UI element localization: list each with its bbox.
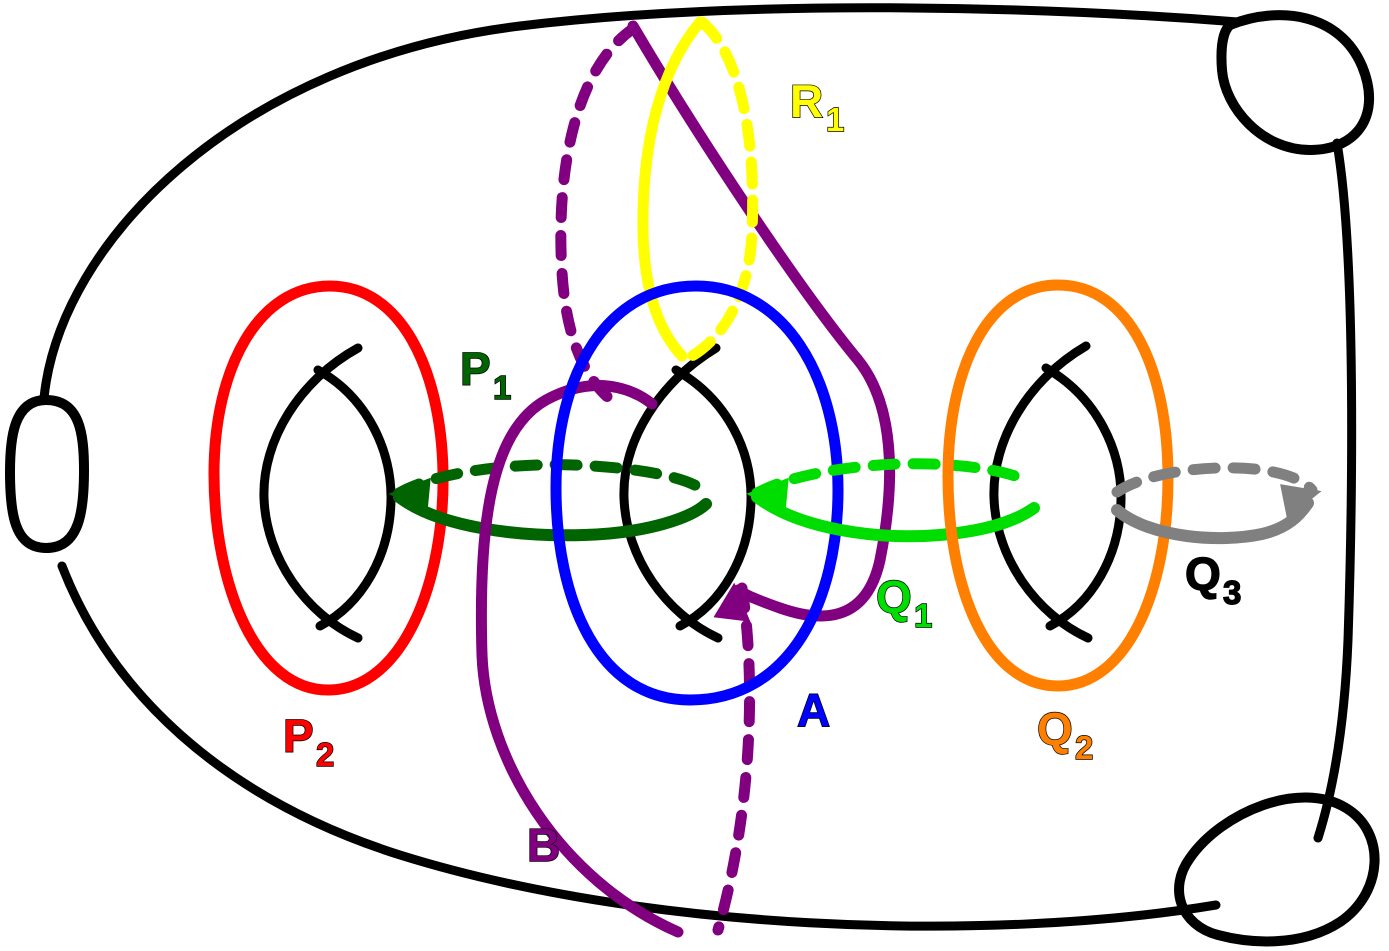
label-P2-sub: 2 <box>316 736 334 773</box>
handle-3-arc-left <box>989 341 1093 643</box>
surface-outline-right <box>1313 138 1357 843</box>
curve-Q3-back-dashed[interactable] <box>1111 462 1318 498</box>
label-P1: P 1 <box>459 342 512 406</box>
label-P1-base: P <box>460 343 491 395</box>
curve-Q2-path[interactable] <box>942 279 1174 692</box>
curve-P2-path[interactable] <box>208 280 449 696</box>
curve-Q3[interactable] <box>1111 462 1322 545</box>
handle-2-arc-right <box>671 365 756 631</box>
curve-Q3-arrowhead <box>1280 484 1322 519</box>
curve-Q3-front-solid[interactable] <box>1111 497 1314 545</box>
label-R1-sub: 1 <box>826 101 844 138</box>
curve-R1[interactable] <box>637 16 759 362</box>
curve-Q1-back-dashed[interactable] <box>751 458 1036 499</box>
boundary-bottom-right <box>1174 792 1380 947</box>
curve-Q1-front-solid[interactable] <box>751 491 1040 543</box>
label-R1-base: R <box>790 75 823 127</box>
label-A: A <box>796 683 831 736</box>
curve-P2[interactable] <box>208 280 449 696</box>
handle-holes-group <box>259 341 1126 643</box>
label-A-base: A <box>797 684 830 736</box>
curve-B[interactable] <box>475 20 896 938</box>
handle-1-arc-left <box>259 343 363 643</box>
curve-A[interactable] <box>550 280 844 706</box>
boundary-left <box>5 395 89 553</box>
label-P2: P 2 <box>282 709 335 773</box>
curve-B-lower-dashed[interactable] <box>712 582 756 936</box>
handle-1-arc-right <box>313 365 396 631</box>
curve-B-lower-tail[interactable] <box>476 649 684 938</box>
curve-B-arrowhead <box>713 582 751 622</box>
surface-outline-bottom <box>57 561 1221 931</box>
labels-group: P 1 P 2 Q 1 Q 2 Q 3 R 1 <box>282 74 1242 871</box>
surface-outline-top <box>39 3 1243 403</box>
handle-2-arc-left <box>619 343 723 643</box>
curve-P1-back-dashed[interactable] <box>393 459 706 499</box>
boundary-top-right <box>1216 10 1375 155</box>
curve-B-shoulder-arc[interactable] <box>475 380 658 661</box>
curve-R1-dashed[interactable] <box>686 16 759 362</box>
label-B: B <box>526 818 561 871</box>
curve-P1-arrowhead <box>388 477 431 515</box>
label-P2-base: P <box>283 710 314 762</box>
label-Q2-sub: 2 <box>1075 729 1093 766</box>
label-Q3-sub: 3 <box>1223 574 1241 611</box>
label-Q1-sub: 1 <box>914 597 932 634</box>
curve-A-path[interactable] <box>550 280 844 706</box>
curve-B-main-solid[interactable] <box>627 20 896 622</box>
label-Q3: Q 3 <box>1184 547 1242 611</box>
label-Q1: Q 1 <box>875 570 933 634</box>
curve-Q2[interactable] <box>942 279 1174 692</box>
curve-B-upper-dashed[interactable] <box>555 22 640 410</box>
label-Q3-base: Q <box>1185 548 1221 600</box>
curve-Q1[interactable] <box>746 458 1040 543</box>
boundary-circles-group <box>5 10 1380 947</box>
label-B-base: B <box>527 819 560 871</box>
surface-outline-group <box>39 3 1357 931</box>
label-Q2-base: Q <box>1037 703 1073 755</box>
label-P1-sub: 1 <box>493 369 511 406</box>
label-Q1-base: Q <box>876 571 912 623</box>
curve-P1[interactable] <box>388 459 712 542</box>
curve-Q1-arrowhead <box>746 477 789 515</box>
handle-3-arc-right <box>1041 363 1126 631</box>
label-Q2: Q 2 <box>1036 702 1094 766</box>
curve-P1-front-solid[interactable] <box>393 491 712 542</box>
curve-R1-solid[interactable] <box>637 16 706 362</box>
label-R1: R 1 <box>789 74 845 138</box>
